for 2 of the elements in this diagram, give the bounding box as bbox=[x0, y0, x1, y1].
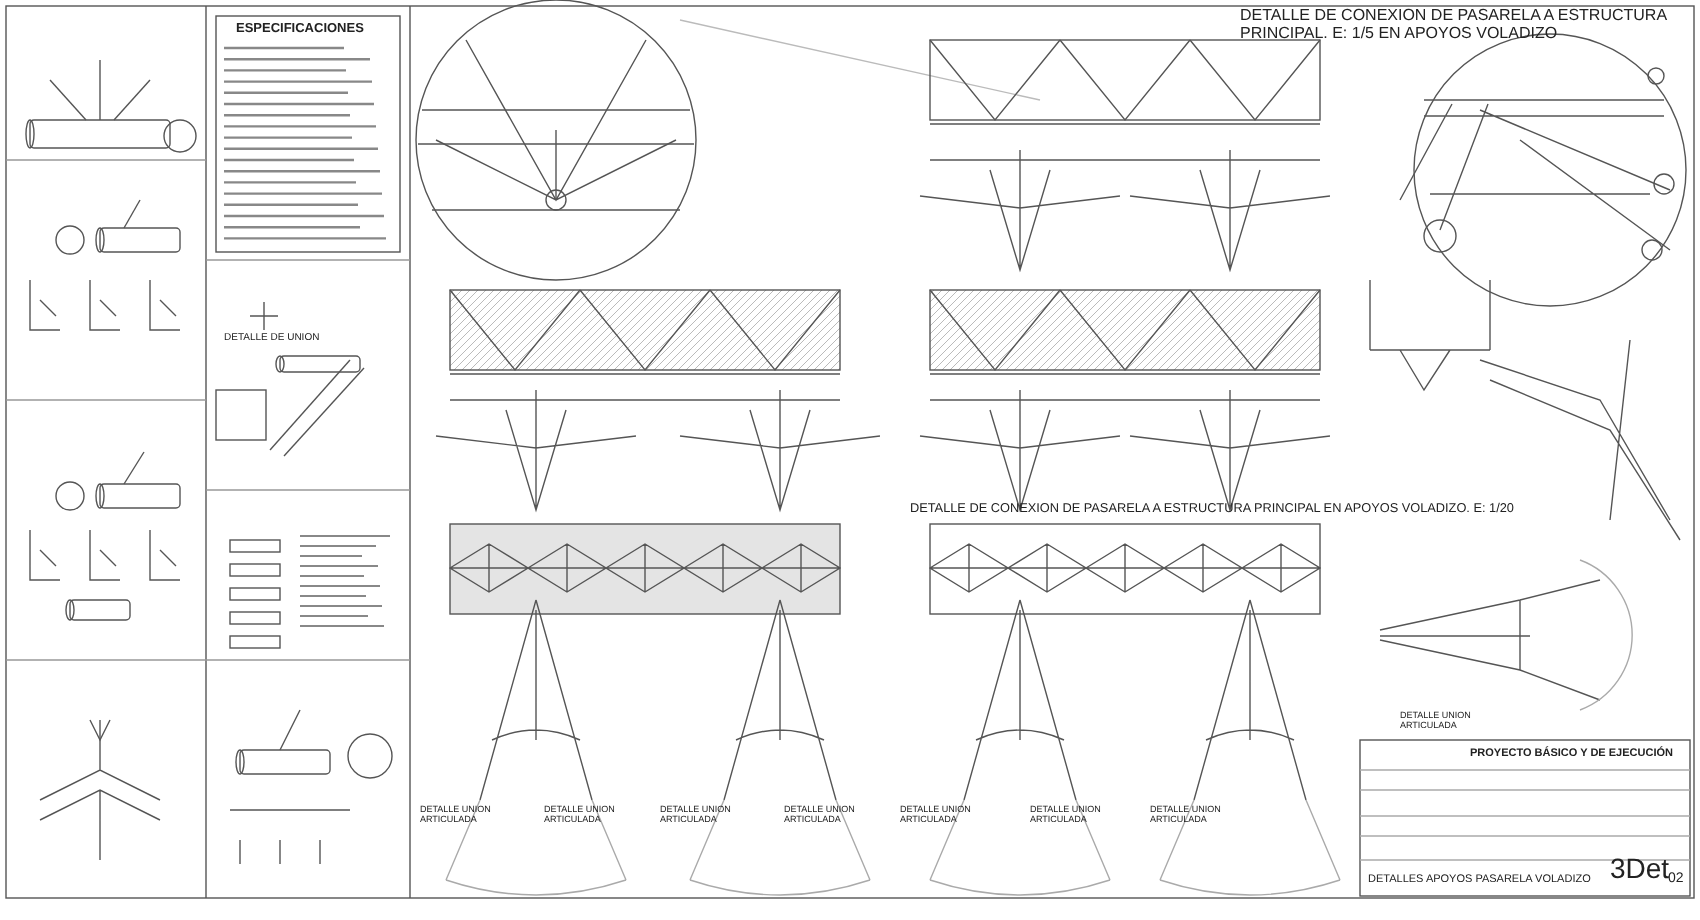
sheet-code: 3Det bbox=[1610, 854, 1670, 885]
drawing-title: DETALLE DE CONEXION DE PASARELA A ESTRUCTURA PRINCIPAL. E: 1/5 EN APOYOS VOLADIZO bbox=[1240, 8, 1669, 44]
